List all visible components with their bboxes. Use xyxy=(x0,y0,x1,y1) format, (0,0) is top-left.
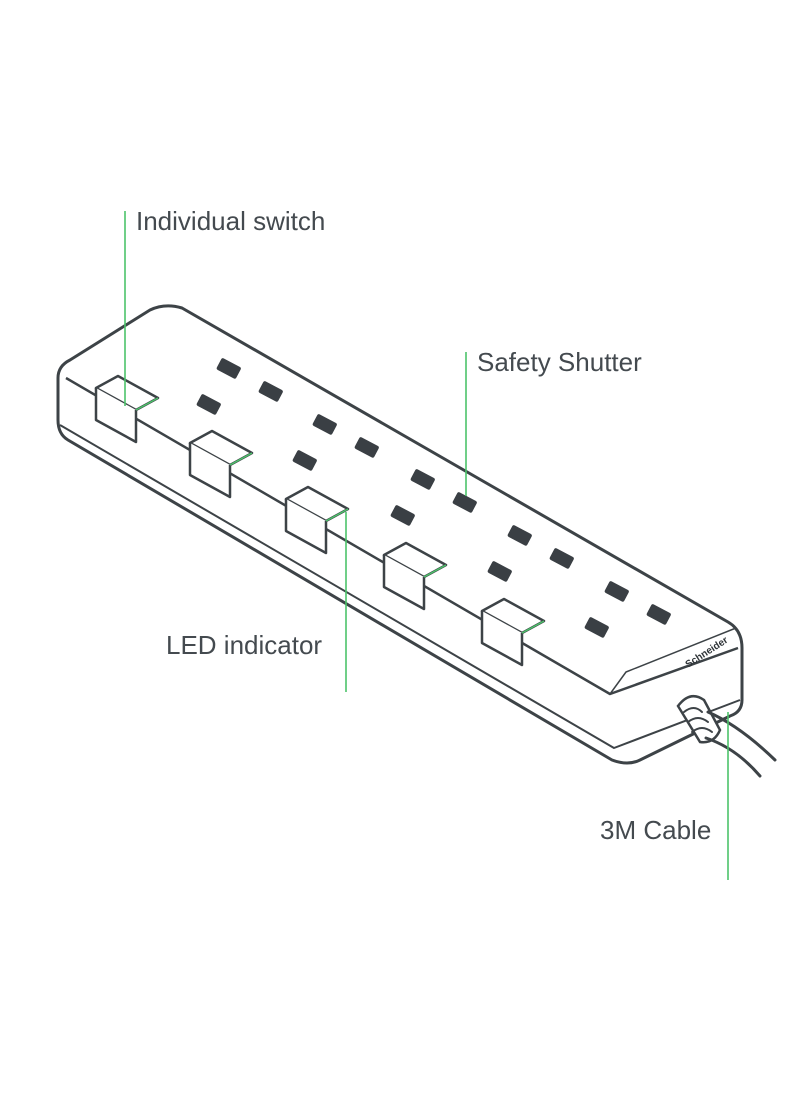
label-safety-shutter: Safety Shutter xyxy=(477,347,642,377)
socket-4 xyxy=(487,525,574,582)
socket-5-earth xyxy=(604,581,629,602)
socket-1-earth xyxy=(216,358,241,379)
label-led-indicator: LED indicator xyxy=(166,630,323,660)
socket-4-neutral xyxy=(487,561,512,582)
switch-1 xyxy=(94,374,160,444)
switch-2 xyxy=(188,429,254,499)
switch-4 xyxy=(382,541,448,611)
socket-3-neutral xyxy=(390,505,415,526)
cable-ring-3 xyxy=(691,727,713,733)
cable-strain-relief xyxy=(676,694,722,744)
socket-2-earth xyxy=(312,414,337,435)
socket-3-live xyxy=(452,492,477,513)
power-strip-body xyxy=(56,304,744,765)
leader-lines xyxy=(124,211,729,880)
cable-wire-bottom xyxy=(704,736,762,778)
socket-1-live xyxy=(258,381,283,402)
socket-3 xyxy=(390,469,477,526)
label-individual-switch: Individual switch xyxy=(136,206,326,236)
cable-wire-top xyxy=(706,710,777,762)
socket-5-neutral xyxy=(584,617,609,638)
switch-3 xyxy=(284,485,350,555)
socket-1-neutral xyxy=(196,394,221,415)
socket-4-earth xyxy=(507,525,532,546)
socket-2-neutral xyxy=(292,450,317,471)
socket-2-live xyxy=(354,437,379,458)
socket-3-earth xyxy=(410,469,435,490)
socket-1 xyxy=(196,358,283,415)
end-cap-panel xyxy=(609,627,737,695)
socket-4-live xyxy=(549,548,574,569)
cable-ring-2 xyxy=(687,717,709,723)
switch-5 xyxy=(480,597,546,667)
socket-5 xyxy=(584,581,671,638)
cable-ring-1 xyxy=(683,707,703,713)
socket-2 xyxy=(292,414,379,471)
cable xyxy=(676,694,777,778)
socket-5-live xyxy=(646,604,671,625)
sockets xyxy=(196,358,671,638)
switches xyxy=(94,374,546,667)
label-3m-cable: 3M Cable xyxy=(600,815,712,845)
strip-outline xyxy=(56,304,744,765)
